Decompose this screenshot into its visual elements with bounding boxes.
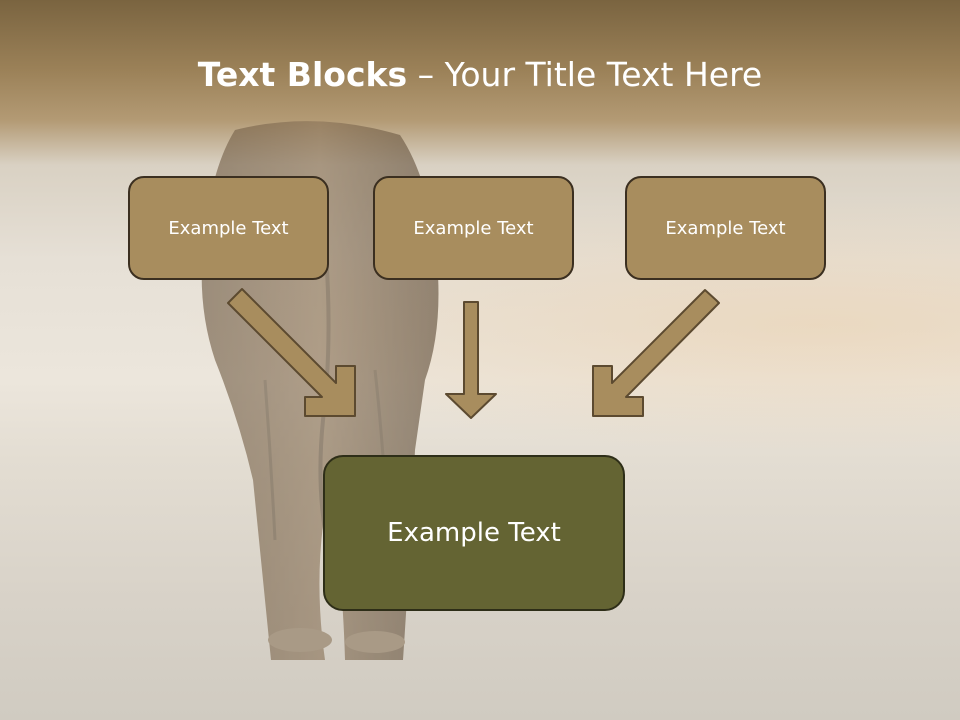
text-block-1-label: Example Text <box>168 217 289 239</box>
arrow-down-left-icon <box>592 289 720 417</box>
text-block-1[interactable]: Example Text <box>128 176 329 280</box>
text-block-2-label: Example Text <box>413 217 534 239</box>
target-text-block-label: Example Text <box>387 518 561 548</box>
text-block-3-label: Example Text <box>665 217 786 239</box>
slide-title: Text Blocks – Your Title Text Here <box>0 52 960 98</box>
title-dash: – <box>417 55 435 94</box>
text-block-3[interactable]: Example Text <box>625 176 826 280</box>
arrow-down-icon <box>445 301 497 419</box>
title-rest-part: Your Title Text Here <box>444 55 763 94</box>
text-block-2[interactable]: Example Text <box>373 176 574 280</box>
target-text-block[interactable]: Example Text <box>323 455 625 611</box>
arrow-down-right-icon <box>227 288 356 417</box>
title-bold-part: Text Blocks <box>197 55 408 94</box>
